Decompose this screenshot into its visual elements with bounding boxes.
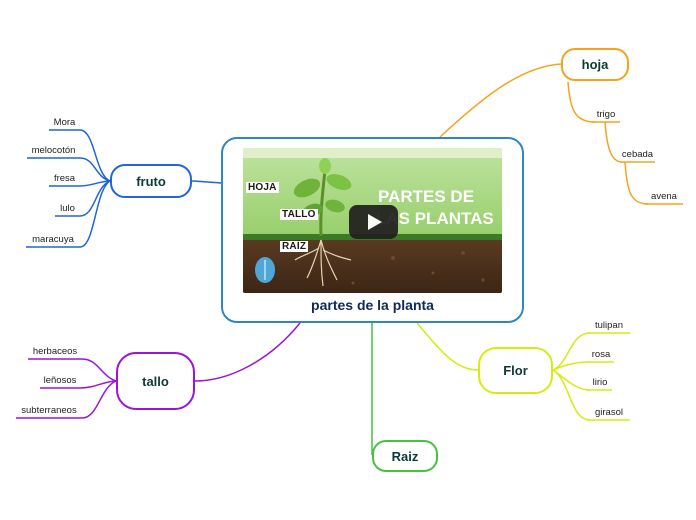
link-flor-lirio	[552, 369, 591, 391]
video-label-raiz: RAÍZ	[280, 241, 309, 252]
leaf-rosa[interactable]: rosa	[591, 349, 611, 360]
link-fruto-mora	[79, 129, 111, 182]
leaf-cebada[interactable]: cebada	[621, 149, 654, 160]
node-raiz-label: Raiz	[391, 448, 419, 464]
link-tallo-herbaceos	[81, 358, 117, 382]
leaf-lenosos[interactable]: leñosos	[43, 375, 77, 386]
video-title-line1: PARTES DE	[378, 187, 475, 206]
leaf-melocoton[interactable]: melocotón	[31, 145, 76, 156]
node-raiz[interactable]: Raiz	[372, 440, 438, 472]
leaf-lulo[interactable]: lulo	[60, 203, 75, 214]
link-flor-girasol	[552, 369, 591, 421]
central-title: partes de la planta	[311, 297, 434, 313]
video-title-line2: LAS PLANTAS	[376, 209, 494, 228]
link-hoja-trigo	[567, 81, 596, 123]
leaf-tulipan[interactable]: tulipan	[595, 320, 623, 331]
video-thumbnail[interactable]: HOJA TALLO RAÍZ PARTES DE LAS PLANTAS	[243, 148, 502, 293]
link-cebada-avena	[624, 161, 649, 205]
link-fruto-melocoton	[79, 157, 111, 182]
play-icon[interactable]	[349, 205, 398, 239]
leaf-subterraneos[interactable]: subterraneos	[21, 405, 77, 416]
node-hoja[interactable]: hoja	[561, 48, 629, 81]
central-topic[interactable]: HOJA TALLO RAÍZ PARTES DE LAS PLANTAS pa…	[221, 137, 524, 323]
node-hoja-label: hoja	[581, 57, 609, 72]
link-central-fruto	[191, 180, 222, 184]
leaf-fresa[interactable]: fresa	[53, 173, 76, 184]
leaf-girasol[interactable]: girasol	[595, 407, 623, 418]
leaf-mora[interactable]: Mora	[53, 117, 76, 128]
video-title: PARTES DE LAS PLANTAS	[376, 186, 502, 230]
link-flor-tulipan	[552, 332, 591, 371]
node-tallo-label: tallo	[142, 373, 169, 389]
leaf-avena[interactable]: avena	[651, 191, 677, 202]
leaf-herbaceos[interactable]: herbaceos	[32, 346, 78, 357]
leaf-trigo[interactable]: trigo	[596, 109, 616, 120]
leaf-maracuya[interactable]: maracuya	[32, 234, 74, 245]
link-flor-rosa	[552, 361, 591, 371]
link-central-tallo	[194, 322, 301, 382]
link-tallo-subterraneos	[81, 380, 117, 419]
node-flor-label: Flor	[503, 363, 528, 378]
node-tallo[interactable]: tallo	[116, 352, 195, 410]
link-trigo-cebada	[604, 121, 623, 163]
node-fruto-label: fruto	[136, 173, 166, 189]
link-central-hoja	[439, 63, 563, 138]
node-flor[interactable]: Flor	[478, 347, 553, 394]
leaf-lirio[interactable]: lirio	[592, 377, 608, 388]
link-central-flor	[416, 322, 479, 371]
link-fruto-maracuya	[79, 180, 111, 248]
link-tallo-lenosos	[79, 380, 117, 389]
node-fruto[interactable]: fruto	[110, 164, 192, 198]
video-label-tallo: TALLO	[280, 209, 318, 220]
video-label-hoja: HOJA	[246, 182, 279, 193]
link-fruto-fresa	[79, 180, 111, 187]
